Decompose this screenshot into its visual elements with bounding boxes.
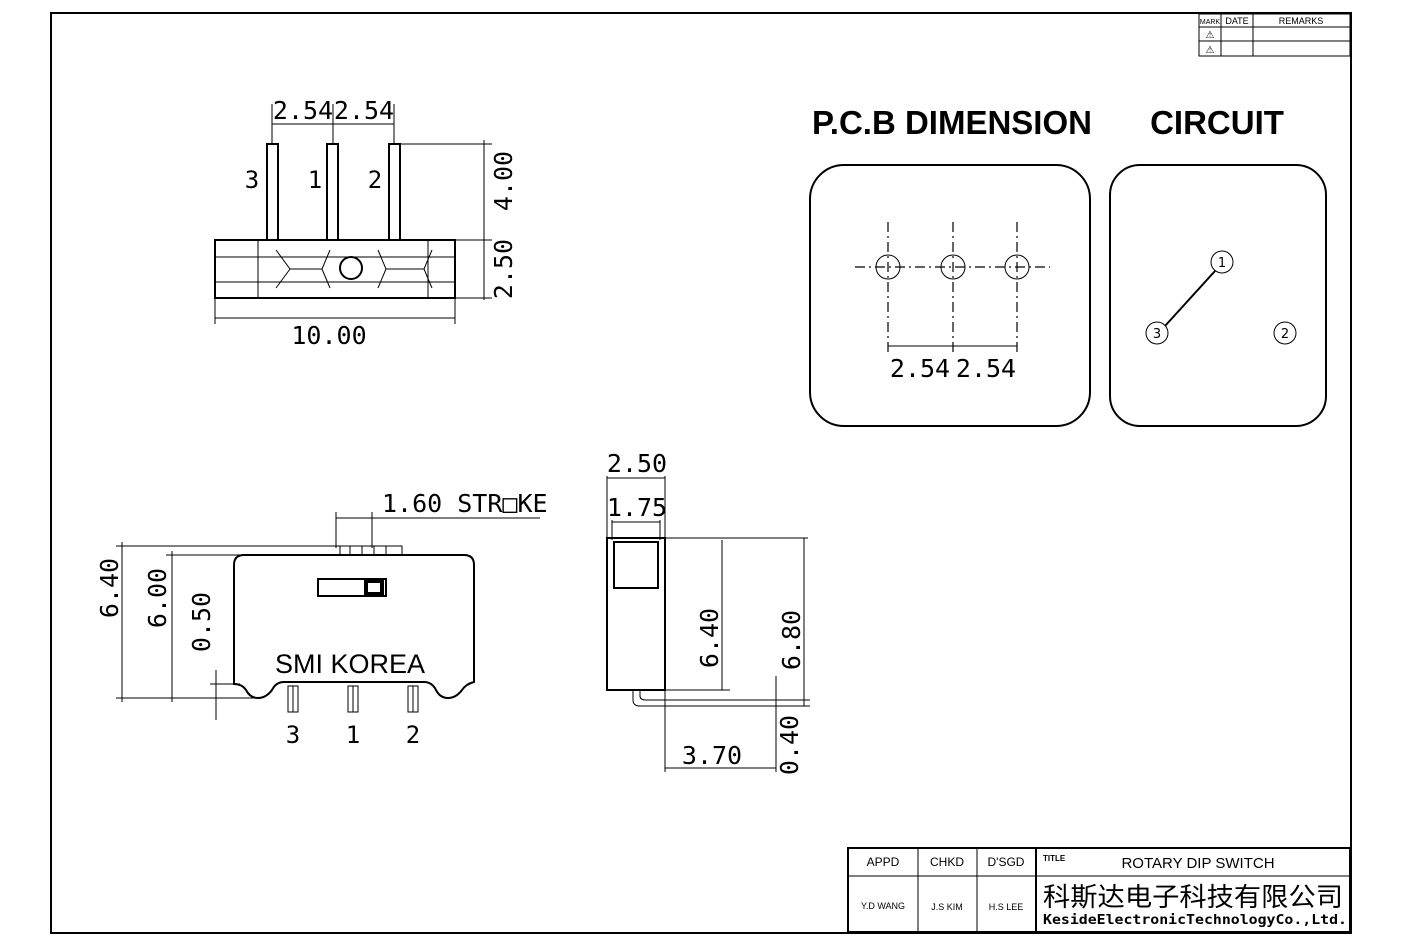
pcb-pitch-right: 2.54 xyxy=(956,354,1016,383)
side-foot-length: 3.70 xyxy=(682,741,742,770)
side-depth: 2.50 xyxy=(607,449,667,478)
circuit-terminal-2-label: 2 xyxy=(1281,327,1289,342)
front-base-offset: 0.50 xyxy=(187,592,216,652)
title-block-company-en: KesideElectronicTechnologyCo.,Ltd. xyxy=(1043,913,1347,928)
side-foot xyxy=(632,690,776,707)
circuit: CIRCUIT 1 3 2 xyxy=(1109,104,1327,427)
top-body-hole xyxy=(339,256,363,280)
pcb-dimension: P.C.B DIMENSION 2.54 2.54 xyxy=(809,104,1092,427)
top-pin-label-2: 2 xyxy=(368,166,382,194)
side-actuator-depth: 1.75 xyxy=(607,493,667,522)
top-pin-label-3: 3 xyxy=(245,166,259,194)
title-block-appd-name: Y.D WANG xyxy=(861,901,905,911)
title-block: APPD CHKD D'SGD TITLE Y.D WANG J.S KIM H… xyxy=(847,847,1351,933)
circuit-terminal-1 xyxy=(1210,250,1234,274)
front-pin-label-3: 3 xyxy=(286,721,300,749)
revision-header-remarks: REMARKS xyxy=(1279,16,1324,26)
title-block-dsgd-name: H.S LEE xyxy=(989,902,1024,912)
front-slider-window xyxy=(317,578,387,597)
revision-header-date: DATE xyxy=(1225,16,1248,26)
title-block-title: ROTARY DIP SWITCH xyxy=(1121,855,1274,872)
front-overall-height: 6.40 xyxy=(95,558,124,618)
circuit-terminal-3 xyxy=(1145,321,1169,345)
top-pitch-right: 2.54 xyxy=(334,96,394,125)
revision-header-mark: MARK xyxy=(1200,19,1221,26)
pcb-hole-1 xyxy=(940,254,966,280)
front-pin-label-2: 2 xyxy=(406,721,420,749)
title-block-title-label: TITLE xyxy=(1043,854,1066,863)
front-slider-top xyxy=(339,545,403,556)
circuit-frame xyxy=(1109,164,1327,427)
front-pin-label-1: 1 xyxy=(346,721,360,749)
circuit-terminal-2 xyxy=(1273,321,1297,345)
pcb-hole-2 xyxy=(1004,254,1030,280)
title-block-company-cn: 科斯达电子科技有限公司 xyxy=(1043,883,1343,913)
pcb-pitch-left: 2.54 xyxy=(890,354,950,383)
front-view: 1.60 STR□KE SMI KOREA 3 1 2 6.40 6.0 xyxy=(95,489,548,749)
circuit-contact-line xyxy=(1164,270,1216,327)
top-body-height: 2.50 xyxy=(489,239,518,299)
side-total-height: 6.80 xyxy=(777,610,806,670)
side-foot-thickness: 0.40 xyxy=(775,715,804,775)
top-view: 2.54 2.54 3 1 2 4.00 2.50 10.00 xyxy=(214,96,518,350)
revision-table: MARK DATE REMARKS ⚠ ⚠ xyxy=(1198,13,1351,57)
pcb-title: P.C.B DIMENSION xyxy=(812,104,1092,141)
pcb-hole-3 xyxy=(875,254,901,280)
top-pin-3 xyxy=(266,143,279,241)
revision-mark-2: ⚠ xyxy=(1206,45,1215,56)
side-body-height: 6.40 xyxy=(695,608,724,668)
side-actuator xyxy=(613,541,659,589)
front-body-height: 6.00 xyxy=(143,568,172,628)
top-body-width: 10.00 xyxy=(291,321,366,350)
circuit-title: CIRCUIT xyxy=(1150,104,1284,141)
top-pitch-left: 2.54 xyxy=(273,96,333,125)
circuit-terminal-3-label: 3 xyxy=(1153,327,1161,342)
top-pin-length: 4.00 xyxy=(489,151,518,211)
top-body xyxy=(214,239,456,299)
front-body xyxy=(233,554,475,700)
sheet-border xyxy=(50,12,1352,934)
side-body xyxy=(606,537,666,691)
title-block-dsgd-label: D'SGD xyxy=(988,855,1025,869)
side-view: 2.50 1.75 6.40 6.80 0.40 3.70 xyxy=(606,449,810,775)
title-block-appd-label: APPD xyxy=(867,855,900,869)
title-block-chkd-name: J.S KIM xyxy=(931,902,963,912)
title-block-chkd-label: CHKD xyxy=(930,855,964,869)
front-marking: SMI KOREA xyxy=(275,649,425,679)
front-stroke: 1.60 STR□KE xyxy=(382,489,548,518)
pcb-frame xyxy=(809,164,1091,427)
top-pin-label-1: 1 xyxy=(308,166,322,194)
revision-mark-1: ⚠ xyxy=(1206,30,1215,41)
top-pin-2 xyxy=(388,143,401,241)
circuit-terminal-1-label: 1 xyxy=(1218,256,1226,271)
top-pin-1 xyxy=(326,143,339,241)
